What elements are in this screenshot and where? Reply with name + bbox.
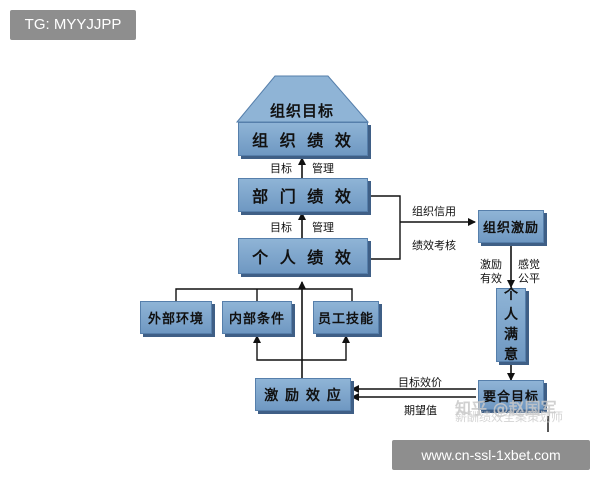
line-factor-tree	[175, 288, 353, 301]
url-label: www.cn-ssl-1xbet.com	[392, 440, 590, 470]
staff-skills-box: 员工技能	[313, 301, 379, 334]
line-dept-right	[368, 195, 401, 222]
label-manage-2: 管理	[312, 221, 334, 234]
watermark-subtext: 薪酬绩效全案策划师	[455, 410, 564, 424]
individual-satisfaction-box: 个 人 满 意	[496, 287, 526, 363]
label-goal-valence: 目标效价	[398, 376, 442, 389]
label-org-credit: 组织信用	[412, 205, 456, 218]
label-perf-assess: 绩效考核	[412, 239, 456, 252]
org-incentive-box: 组织激励	[478, 210, 544, 243]
satisfy-char-3: 满	[504, 327, 518, 343]
label-expectation: 期望值	[404, 404, 437, 417]
satisfy-char-2: 人	[504, 307, 518, 323]
org-performance-box: 组 织 绩 效	[238, 122, 368, 156]
label-target-2: 目标	[270, 221, 292, 234]
watermark-text: 知乎 @赵国军	[455, 399, 557, 418]
label-feel-1: 感觉	[518, 258, 540, 271]
dept-performance-box: 部 门 绩 效	[238, 178, 368, 212]
satisfy-char-1: 个	[504, 287, 518, 303]
tg-label: TG: MYYJJPP	[10, 10, 136, 40]
label-incentive-1: 激励	[480, 258, 502, 271]
indiv-performance-box: 个 人 绩 效	[238, 238, 368, 274]
arrow-effect-to-skill	[302, 335, 350, 361]
label-feel-2: 公平	[518, 272, 540, 285]
internal-conditions-box: 内部条件	[222, 301, 292, 334]
label-target-1: 目标	[270, 162, 292, 175]
label-incentive-2: 有效	[480, 272, 502, 285]
valence-goal-box: 要合目标	[478, 380, 544, 410]
external-environment-box: 外部环境	[140, 301, 212, 334]
org-goal-label: 组织目标	[270, 102, 335, 120]
incentive-effect-box: 激 励 效 应	[255, 378, 351, 411]
line-indiv-right	[368, 222, 401, 260]
label-manage-1: 管理	[312, 162, 334, 175]
satisfy-char-4: 意	[504, 347, 518, 363]
arrow-effect-to-internal	[253, 335, 302, 361]
